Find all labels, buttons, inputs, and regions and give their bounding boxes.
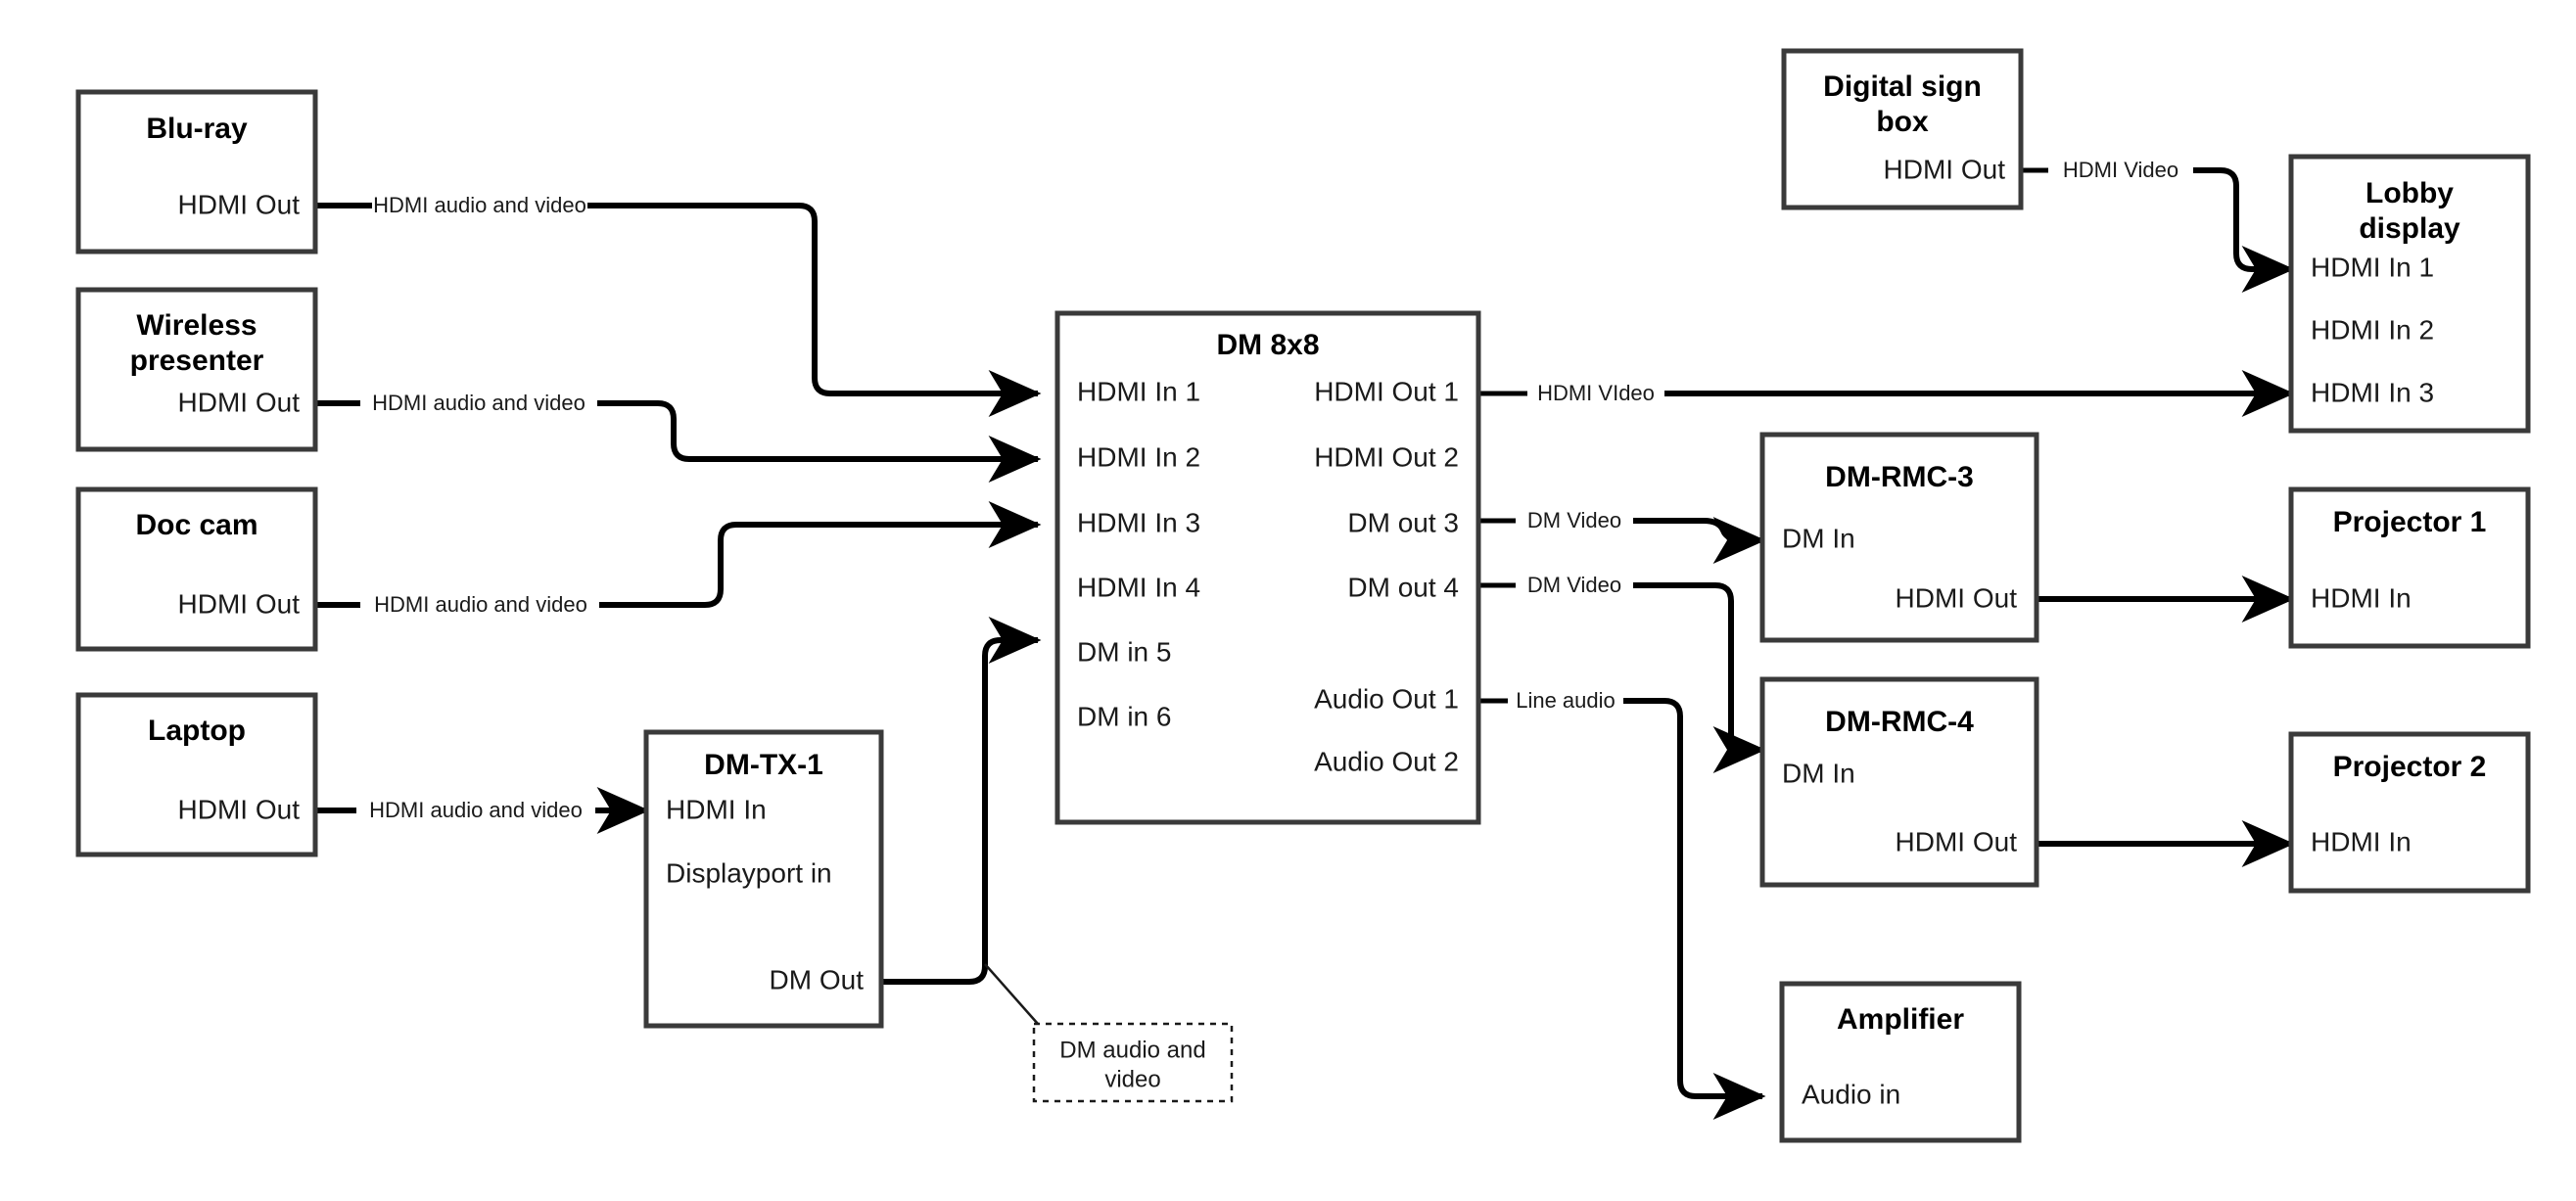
cable-label-bluray: HDMI audio and video — [373, 193, 586, 217]
device-box-laptop[interactable]: Laptop HDMI Out — [75, 692, 318, 857]
sign-port-hdmi-out: HDMI Out — [1884, 154, 2006, 184]
dmtx-title: DM-TX-1 — [704, 749, 823, 781]
amplifier-port-audio-in: Audio in — [1802, 1079, 1900, 1109]
cable-label-dm-video-4: DM Video — [1527, 573, 1621, 597]
cable-label-hdmi-video-out1: HDMI VIdeo — [1537, 381, 1655, 405]
note-line2: video — [1104, 1066, 1160, 1092]
cable-label-dm-video-3: DM Video — [1527, 508, 1621, 532]
cable-label-line-audio: Line audio — [1516, 688, 1616, 713]
doccam-title: Doc cam — [135, 509, 258, 541]
laptop-title: Laptop — [148, 715, 246, 747]
wireless-title-line2: presenter — [130, 345, 264, 377]
device-box-doc-cam[interactable]: Doc cam HDMI Out — [75, 486, 318, 652]
device-box-projector-1[interactable]: Projector 1 HDMI In — [2288, 486, 2531, 649]
dmtx-port-hdmi-in: HDMI In — [666, 794, 767, 824]
wireless-port-hdmi-out: HDMI Out — [178, 387, 301, 417]
dm8x8-port-dm-in-5: DM in 5 — [1077, 636, 1171, 667]
connection-dmtx-to-dm-in-5 — [881, 617, 1042, 1025]
device-box-digital-sign-box[interactable]: Digital sign box HDMI Out — [1781, 48, 2024, 210]
rmc4-title: DM-RMC-4 — [1825, 706, 1974, 738]
projector1-port-hdmi-in: HDMI In — [2311, 582, 2412, 613]
dm8x8-title: DM 8x8 — [1216, 329, 1319, 361]
device-box-dm-rmc-3[interactable]: DM-RMC-3 DM In HDMI Out — [1759, 432, 2039, 643]
dm8x8-port-hdmi-in-4: HDMI In 4 — [1077, 572, 1200, 602]
connection-doccam-to-dm-in-3: HDMI audio and video — [315, 501, 1042, 617]
note-line1: DM audio and — [1059, 1037, 1205, 1063]
doccam-port-hdmi-out: HDMI Out — [178, 588, 301, 619]
connection-sign-to-lobby-in1: HDMI Video — [2021, 158, 2295, 293]
note-dm-audio-and-video: DM audio and video — [1032, 1022, 1234, 1103]
lobby-title-line2: display — [2359, 212, 2460, 245]
dm8x8-port-dm-out-3: DM out 3 — [1347, 507, 1459, 537]
connection-dm-out3-to-rmc3: DM Video — [1478, 508, 1766, 564]
connection-dm-out1-to-lobby-in3: HDMI VIdeo — [1478, 370, 2295, 417]
dm8x8-port-audio-out-2: Audio Out 2 — [1314, 746, 1459, 776]
device-box-dm-tx-1[interactable]: DM-TX-1 HDMI In Displayport in DM Out — [643, 729, 884, 1029]
connection-bluray-to-dm-in-1: HDMI audio and video — [315, 193, 1042, 417]
cable-label-hdmi-video-sign: HDMI Video — [2063, 158, 2178, 182]
projector2-title: Projector 2 — [2333, 751, 2487, 783]
sign-title-line1: Digital sign — [1823, 70, 1982, 103]
dmtx-port-displayport-in: Displayport in — [666, 857, 832, 888]
dm8x8-port-hdmi-out-1: HDMI Out 1 — [1314, 376, 1459, 406]
bluray-port-hdmi-out: HDMI Out — [178, 189, 301, 219]
connection-wireless-to-dm-in-2: HDMI audio and video — [315, 391, 1042, 483]
bluray-title: Blu-ray — [146, 113, 248, 145]
rmc3-port-hdmi-out: HDMI Out — [1896, 582, 2018, 613]
device-box-amplifier[interactable]: Amplifier Audio in — [1779, 981, 2022, 1143]
cable-label-doccam: HDMI audio and video — [374, 592, 587, 617]
laptop-port-hdmi-out: HDMI Out — [178, 794, 301, 824]
amplifier-title: Amplifier — [1837, 1003, 1964, 1036]
device-box-lobby-display[interactable]: Lobby display HDMI In 1 HDMI In 2 HDMI I… — [2288, 154, 2531, 434]
rmc3-port-dm-in: DM In — [1782, 523, 1855, 553]
cable-label-laptop: HDMI audio and video — [369, 798, 583, 822]
lobby-port-hdmi-in-2: HDMI In 2 — [2311, 314, 2434, 345]
connection-audio1-to-amplifier: Line audio — [1478, 688, 1766, 1120]
connection-dm-out4-to-rmc4: DM Video — [1478, 573, 1766, 773]
projector1-title: Projector 1 — [2333, 506, 2487, 538]
rmc4-port-hdmi-out: HDMI Out — [1896, 826, 2018, 856]
device-box-bluray[interactable]: Blu-ray HDMI Out — [75, 89, 318, 254]
dmtx-port-dm-out: DM Out — [770, 964, 865, 994]
rmc4-port-dm-in: DM In — [1782, 758, 1855, 788]
device-box-projector-2[interactable]: Projector 2 HDMI In — [2288, 731, 2531, 894]
device-box-dm-8x8[interactable]: DM 8x8 HDMI In 1 HDMI In 2 HDMI In 3 HDM… — [1054, 310, 1481, 825]
dm8x8-port-hdmi-in-1: HDMI In 1 — [1077, 376, 1200, 406]
dm8x8-port-hdmi-in-3: HDMI In 3 — [1077, 507, 1200, 537]
dm8x8-port-dm-out-4: DM out 4 — [1347, 572, 1459, 602]
connection-laptop-to-dmtx: HDMI audio and video — [315, 787, 650, 834]
sign-title-line2: box — [1876, 106, 1929, 138]
dm8x8-port-hdmi-in-2: HDMI In 2 — [1077, 441, 1200, 472]
cable-label-wireless: HDMI audio and video — [372, 391, 585, 415]
device-box-wireless-presenter[interactable]: Wireless presenter HDMI Out — [75, 287, 318, 452]
lobby-title-line1: Lobby — [2365, 177, 2454, 209]
wireless-title-line1: Wireless — [136, 309, 257, 342]
rmc3-title: DM-RMC-3 — [1825, 461, 1974, 493]
dm8x8-port-dm-in-6: DM in 6 — [1077, 701, 1171, 731]
lobby-port-hdmi-in-3: HDMI In 3 — [2311, 377, 2434, 407]
dm8x8-port-hdmi-out-2: HDMI Out 2 — [1314, 441, 1459, 472]
projector2-port-hdmi-in: HDMI In — [2311, 826, 2412, 856]
lobby-port-hdmi-in-1: HDMI In 1 — [2311, 252, 2434, 282]
dm8x8-port-audio-out-1: Audio Out 1 — [1314, 683, 1459, 714]
device-box-dm-rmc-4[interactable]: DM-RMC-4 DM In HDMI Out — [1759, 676, 2039, 888]
